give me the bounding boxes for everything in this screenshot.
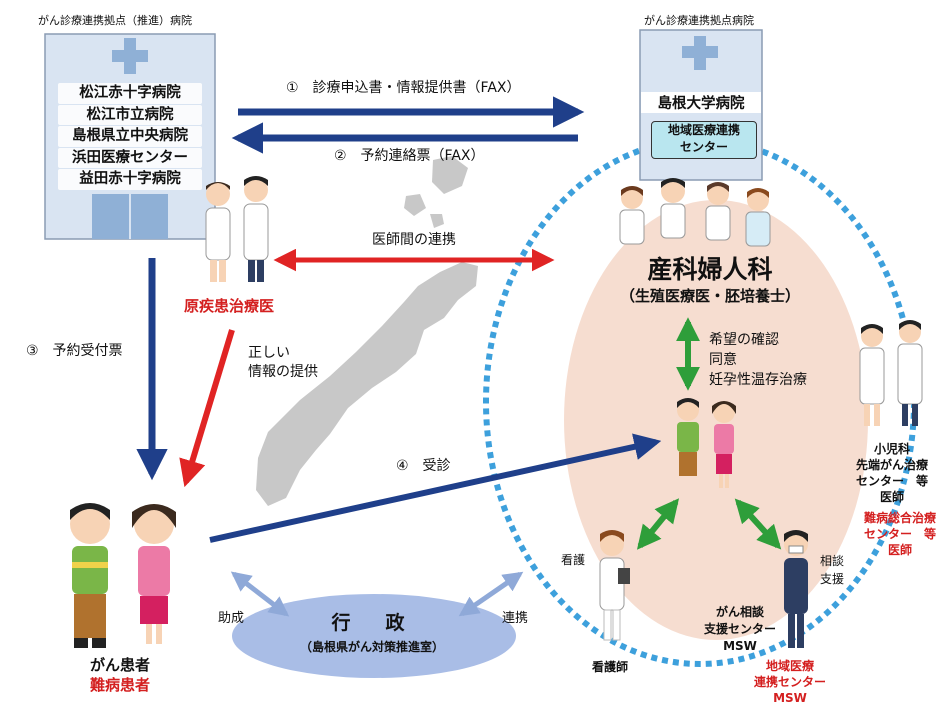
hospital-name: 浜田医療センター	[58, 147, 202, 168]
msw-illustration	[784, 530, 808, 648]
small-patients-illustration	[677, 398, 736, 488]
hospital-name: 島根県立中央病院	[58, 126, 202, 147]
subsidy-label: 助成	[218, 611, 245, 626]
hospital-name: 益田赤十字病院	[58, 169, 202, 190]
consent-label: 希望の確認 同意 妊孕性温存治療	[709, 332, 807, 388]
pediatric-doctors-illustration	[859, 320, 923, 426]
government-box: 行 政 （島根県がん対策推進室）	[232, 608, 512, 655]
pediatrics-label: 小児科 先端がん治療 センター 等 医師	[855, 442, 928, 504]
msw-link-arrow	[734, 498, 782, 550]
nurse-link-arrow	[636, 498, 680, 550]
intractable-patient-label: 難病患者	[89, 676, 150, 694]
hospital-name: 松江赤十字病院	[58, 83, 202, 104]
visit-label: ④ 受診	[396, 458, 451, 474]
referring-doctors-illustration	[205, 176, 269, 282]
intractable-center-label: 難病総合治療 センター 等 医師	[863, 511, 936, 557]
doctor-link-label: 医師間の連携	[372, 232, 456, 248]
consult-side-label: 相談 支援	[820, 554, 845, 586]
left-hospital-list: 松江赤十字病院 松江市立病院 島根県立中央病院 浜田医療センター 益田赤十字病院	[50, 82, 210, 191]
government-title: 行 政	[331, 612, 413, 634]
hospital-name: 松江市立病院	[58, 104, 202, 125]
correct-info-arrow	[179, 329, 235, 488]
subsidy-arrow	[230, 571, 290, 617]
regional-center-box: 地域医療連携 センター	[651, 121, 757, 159]
visit-arrow	[209, 433, 662, 543]
left-hospital-caption: がん診療連携拠点（推進）病院	[38, 14, 192, 27]
cancer-patient-label: がん患者	[89, 656, 150, 674]
nurse-illustration	[599, 530, 630, 641]
coordination-arrow	[458, 571, 524, 617]
ob-gyn-team-illustration	[619, 178, 771, 247]
government-ellipse	[232, 594, 516, 678]
ob-gyn-department: 産科婦人科 （生殖医療医・胚培養士）	[590, 255, 830, 307]
fax-request-label: ① 診療申込書・情報提供書（FAX）	[286, 80, 521, 96]
shimane-hospital-name: 島根大学病院	[641, 92, 761, 113]
large-patients-illustration	[70, 503, 176, 648]
referring-doctor-label: 原疾患治療医	[184, 297, 275, 315]
government-subtitle: （島根県がん対策推進室）	[299, 640, 444, 654]
department-title: 産科婦人科	[647, 255, 773, 284]
shimane-map	[256, 156, 478, 506]
right-hospital-caption: がん診療連携拠点病院	[644, 14, 754, 27]
coordination-label: 連携	[502, 611, 529, 626]
nurse-side-label: 看護	[561, 553, 586, 567]
correct-info-label: 正しい 情報の提供	[248, 345, 318, 380]
nurse-label: 看護師	[592, 660, 629, 674]
department-subtitle: （生殖医療医・胚培養士）	[619, 287, 800, 305]
regional-msw-label: 地域医療 連携センター MSW	[753, 659, 826, 705]
reception-slip-label: ③ 予約受付票	[26, 343, 123, 359]
fax-reservation-label: ② 予約連絡票（FAX）	[334, 148, 485, 164]
msw-label: がん相談 支援センター MSW	[703, 605, 776, 653]
